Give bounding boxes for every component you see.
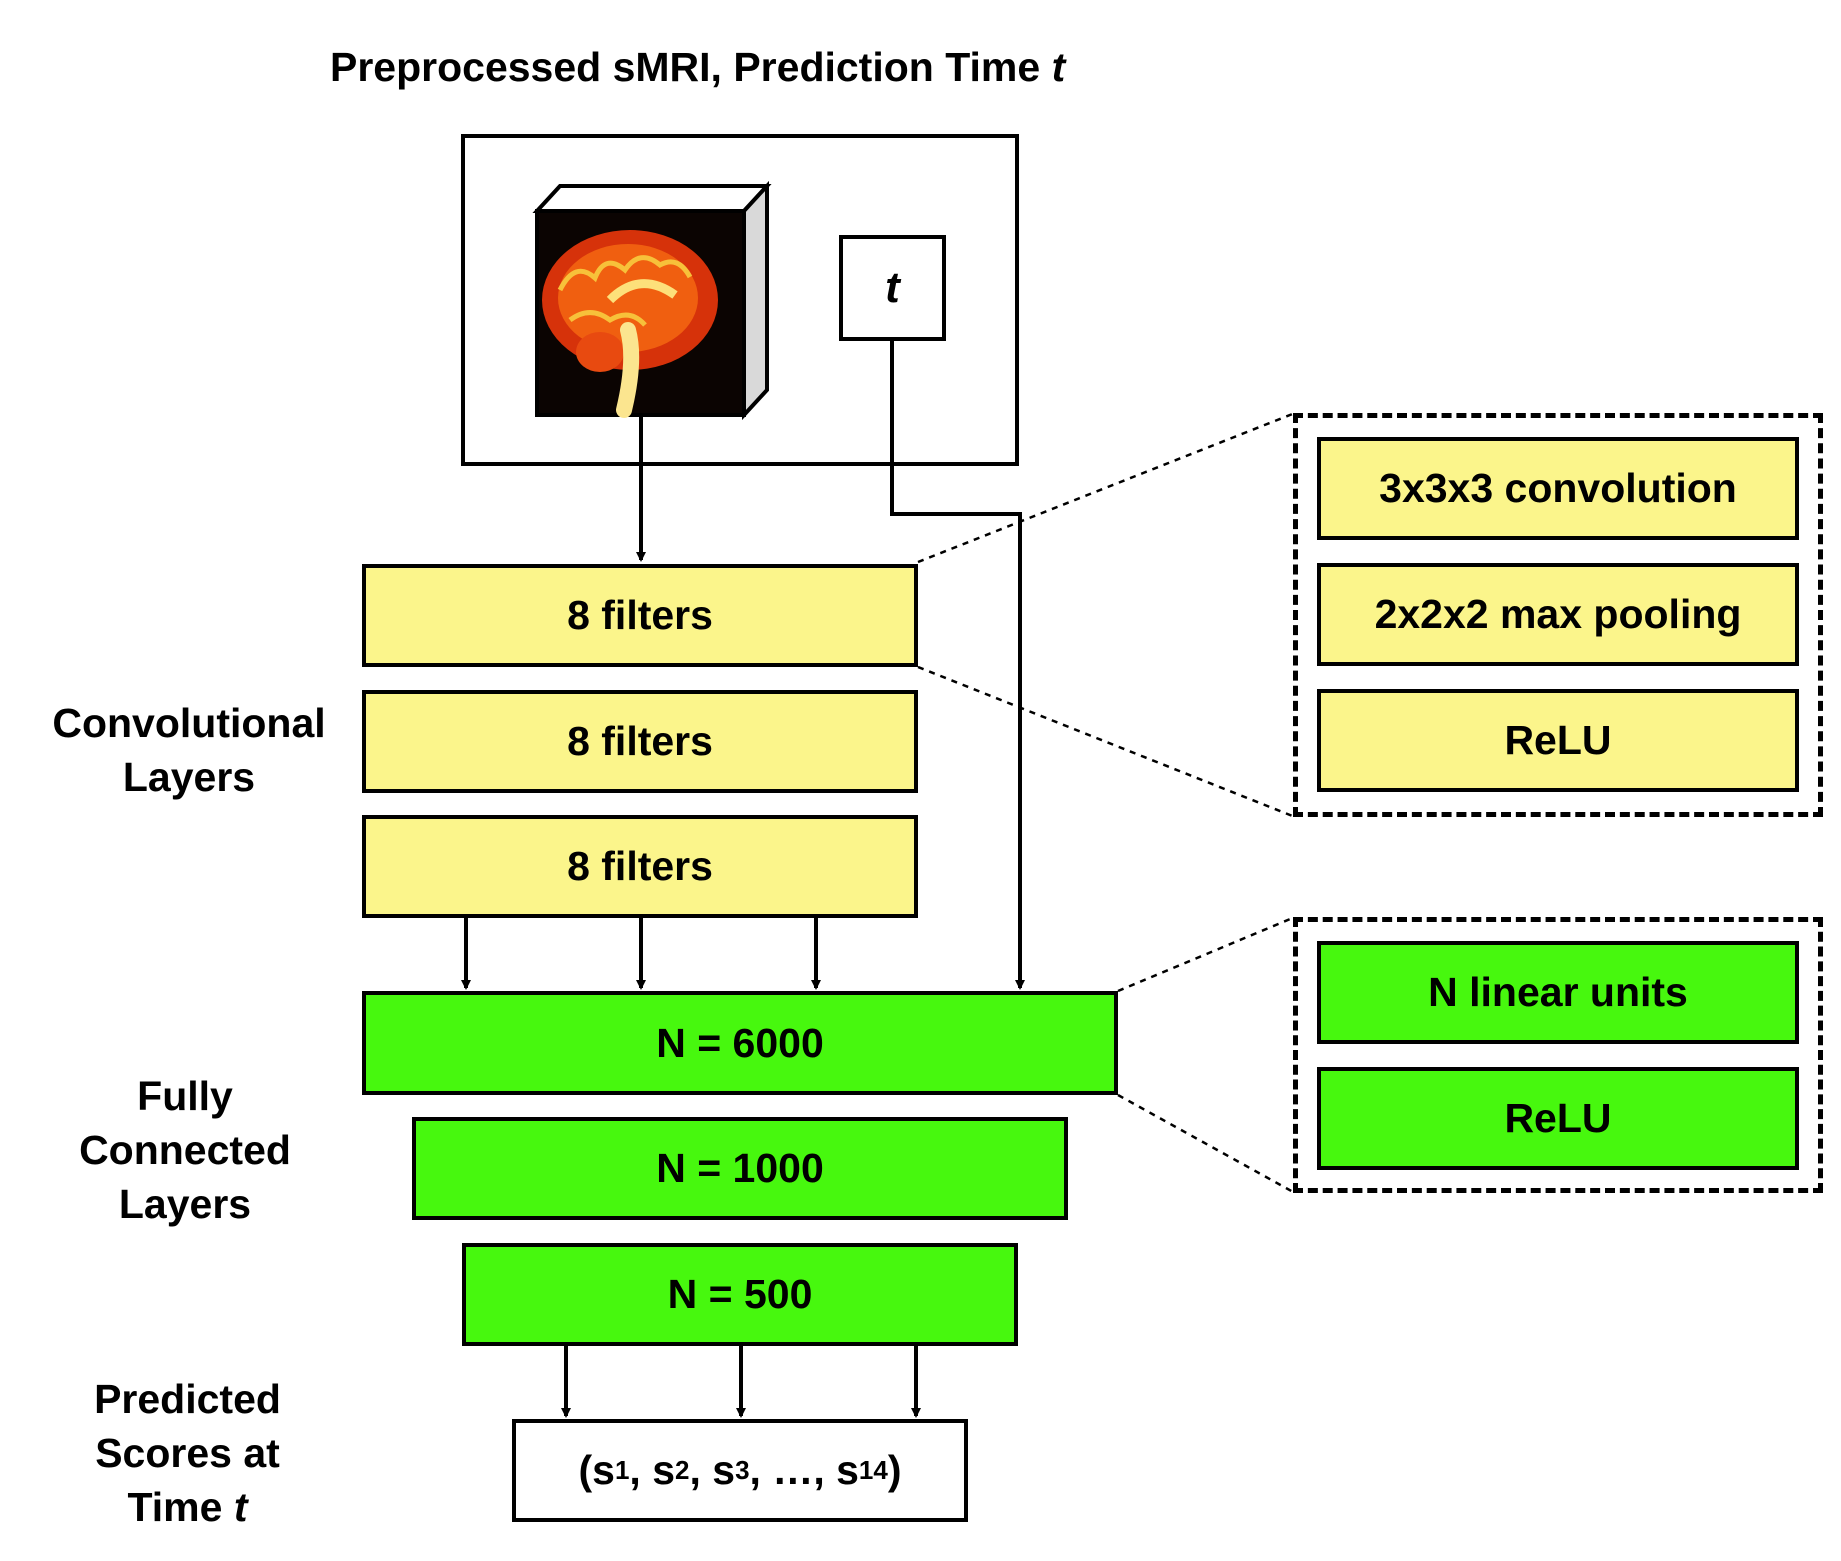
zoom-line-fc-bottom <box>1117 1093 1296 1195</box>
output-label-line2: Scores at <box>95 1430 280 1476</box>
conv-block-1: 8 filters <box>362 564 918 667</box>
conv-label-line2: Layers <box>122 754 256 800</box>
output-label-time: Time <box>127 1484 223 1530</box>
input-frame <box>461 134 1019 466</box>
output-label-line3: Time t <box>30 1480 345 1534</box>
fc-label-line1: Fully <box>137 1073 233 1119</box>
conv-block-2: 8 filters <box>362 690 918 793</box>
conv-block-3: 8 filters <box>362 815 918 918</box>
conv-layers-label: Convolutional Layers <box>30 696 348 804</box>
scores-sep-3: , …, s <box>749 1447 859 1493</box>
fc-detail-panel <box>1293 917 1823 1193</box>
brain-stem <box>616 322 640 418</box>
fc-detail-linear-units: N linear units <box>1317 941 1799 1044</box>
scores-sep-2: , s <box>689 1447 736 1493</box>
scores-sep-1: , s <box>629 1447 676 1493</box>
fc-block-1000: N = 1000 <box>412 1117 1068 1220</box>
fc-layers-label: Fully Connected Layers <box>30 1069 340 1231</box>
conv-detail-relu: ReLU <box>1317 689 1799 792</box>
diagram-title: Preprocessed sMRI, Prediction Time t <box>330 44 1065 91</box>
fc-label-line2: Connected <box>79 1127 291 1173</box>
cube-side-face <box>742 180 769 421</box>
scores-sub-2: 2 <box>675 1455 690 1485</box>
cerebellum <box>576 332 624 372</box>
scores-sub-1: 1 <box>614 1455 630 1485</box>
scores-open: (s <box>578 1447 615 1493</box>
fc-block-500: N = 500 <box>462 1243 1018 1346</box>
conv-label-line1: Convolutional <box>52 700 326 746</box>
title-time-var: t <box>1051 44 1066 90</box>
fc-detail-relu: ReLU <box>1317 1067 1799 1170</box>
brain-folds <box>557 255 693 327</box>
output-label: Predicted Scores at Time t <box>30 1372 345 1534</box>
scores-sub-14: 14 <box>858 1455 888 1485</box>
brain-image <box>532 180 772 421</box>
zoom-line-fc-top <box>1117 915 1296 993</box>
arrow-time-to-fc <box>890 339 1025 990</box>
corpus-callosum <box>606 279 678 304</box>
zoom-line-conv-top <box>917 411 1296 564</box>
output-label-line1: Predicted <box>94 1376 281 1422</box>
scores-sub-3: 3 <box>735 1455 750 1485</box>
time-input-label: t <box>885 263 900 312</box>
zoom-line-conv-bottom <box>917 665 1296 819</box>
conv-detail-convolution: 3x3x3 convolution <box>1317 437 1799 540</box>
fc-block-6000: N = 6000 <box>362 991 1118 1095</box>
title-text: Preprocessed sMRI, Prediction Time <box>330 44 1041 90</box>
conv-detail-panel <box>1293 413 1823 817</box>
output-label-time-var: t <box>233 1484 248 1530</box>
scores-close: ) <box>887 1447 902 1493</box>
fc-label-line3: Layers <box>118 1181 252 1227</box>
cube-top-face <box>532 184 772 213</box>
brain-inner <box>558 244 698 352</box>
conv-detail-max-pooling: 2x2x2 max pooling <box>1317 563 1799 666</box>
